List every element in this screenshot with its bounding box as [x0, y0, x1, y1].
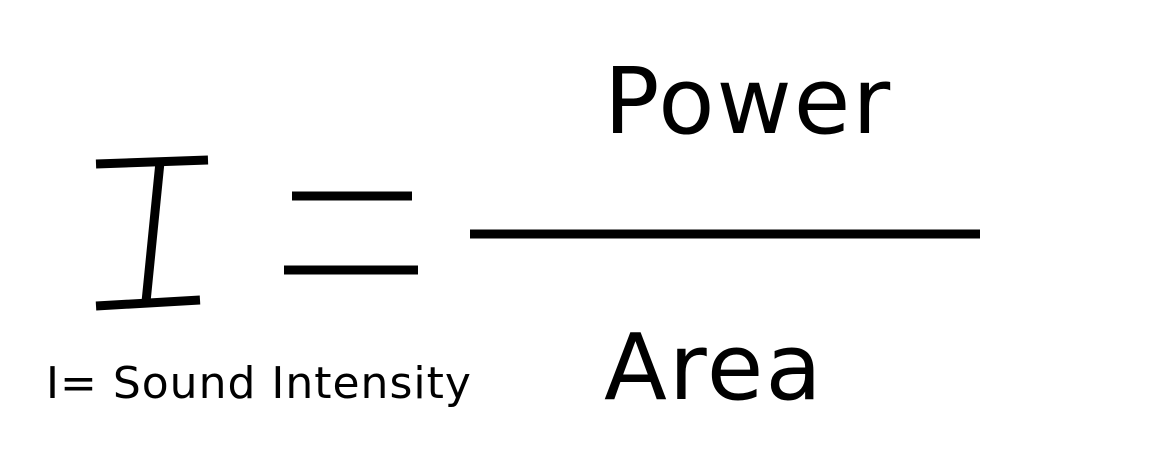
numerator-power: Power [604, 48, 893, 155]
intensity-symbol-i [95, 155, 209, 311]
legend-sound-intensity: I= Sound Intensity [46, 358, 472, 409]
denominator-area: Area [604, 314, 824, 421]
equals-sign [284, 191, 418, 275]
